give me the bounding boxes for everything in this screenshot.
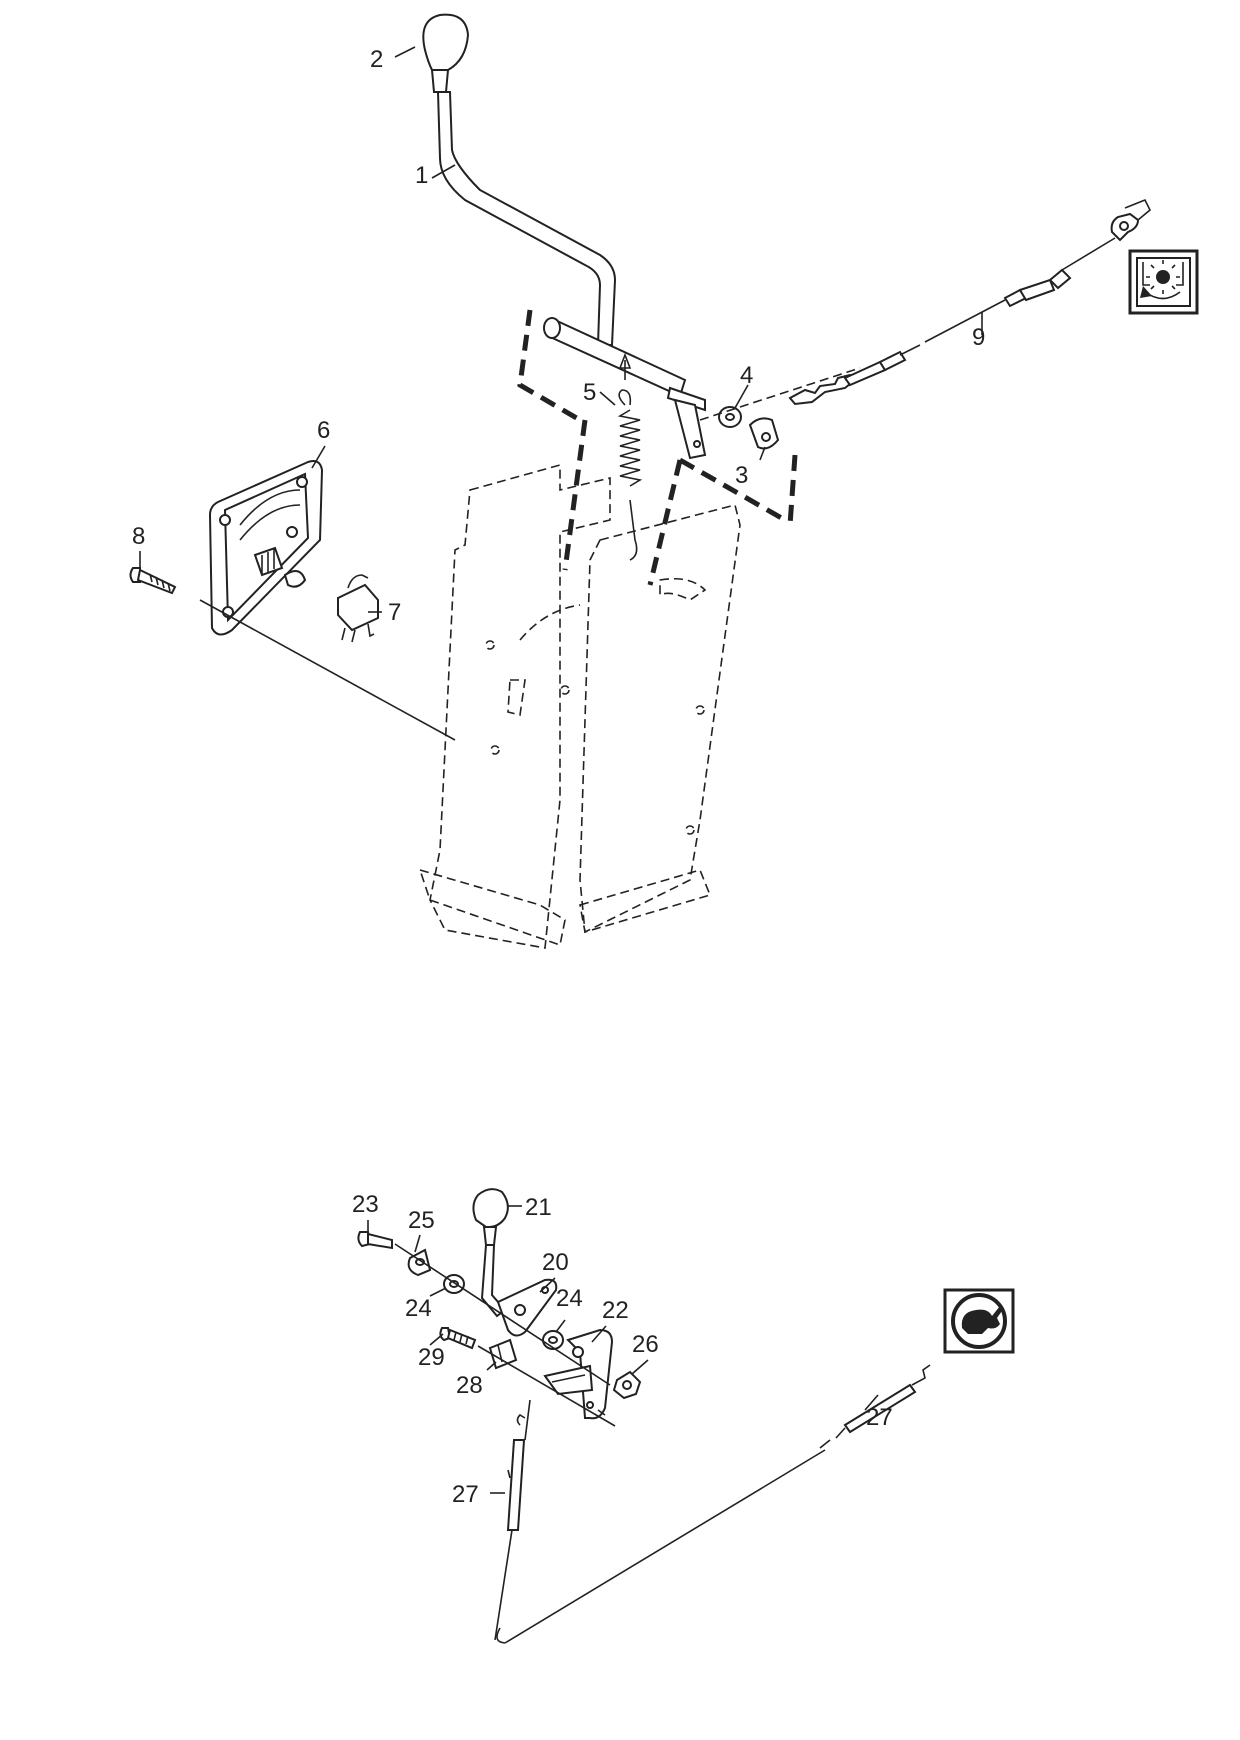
frame-housing-phantom xyxy=(418,463,741,949)
break-lines xyxy=(517,309,798,586)
control-cable xyxy=(699,198,1151,421)
callout-26: 26 xyxy=(632,1331,659,1358)
callout-5: 5 xyxy=(583,379,596,406)
lever-knob xyxy=(422,13,470,93)
callout-6: 6 xyxy=(317,417,330,444)
callout-7: 7 xyxy=(388,599,401,626)
callout-3: 3 xyxy=(735,462,748,489)
rabbit-fast-speed-icon xyxy=(943,1288,1015,1354)
callout-20: 20 xyxy=(542,1249,569,1276)
leader-lines-lower xyxy=(367,1205,879,1494)
tension-spring xyxy=(617,352,643,561)
shift-lever xyxy=(436,91,707,460)
leader-lines xyxy=(139,46,983,741)
callout-24-left: 24 xyxy=(405,1295,432,1322)
callout-9: 9 xyxy=(972,324,985,351)
callouts-upper: 1 2 3 4 5 6 7 8 9 xyxy=(132,46,985,626)
lower-hardware xyxy=(357,1231,642,1400)
callout-24-right: 24 xyxy=(556,1285,583,1312)
callout-28: 28 xyxy=(456,1372,483,1399)
speed-rod xyxy=(494,1364,931,1644)
mounting-bracket xyxy=(543,1328,614,1420)
callout-22: 22 xyxy=(602,1297,629,1324)
micro-switch xyxy=(337,574,379,643)
callout-8: 8 xyxy=(132,523,145,550)
callout-21: 21 xyxy=(525,1194,552,1221)
callout-29: 29 xyxy=(418,1344,445,1371)
quadrant-plate xyxy=(208,460,324,636)
clip-and-bolt xyxy=(439,1327,616,1427)
callout-1: 1 xyxy=(415,162,428,189)
callout-25: 25 xyxy=(408,1207,435,1234)
washer-bushing xyxy=(718,406,780,450)
callout-2: 2 xyxy=(370,46,383,73)
bolt xyxy=(129,567,177,595)
callouts-lower: 20 21 22 23 24 24 25 26 27 27 28 29 xyxy=(352,1191,893,1508)
callout-4: 4 xyxy=(740,362,753,389)
chute-rotation-icon xyxy=(1128,249,1199,315)
callout-23: 23 xyxy=(352,1191,379,1218)
callout-27-lower: 27 xyxy=(452,1481,479,1508)
callout-27-upper: 27 xyxy=(866,1404,893,1431)
